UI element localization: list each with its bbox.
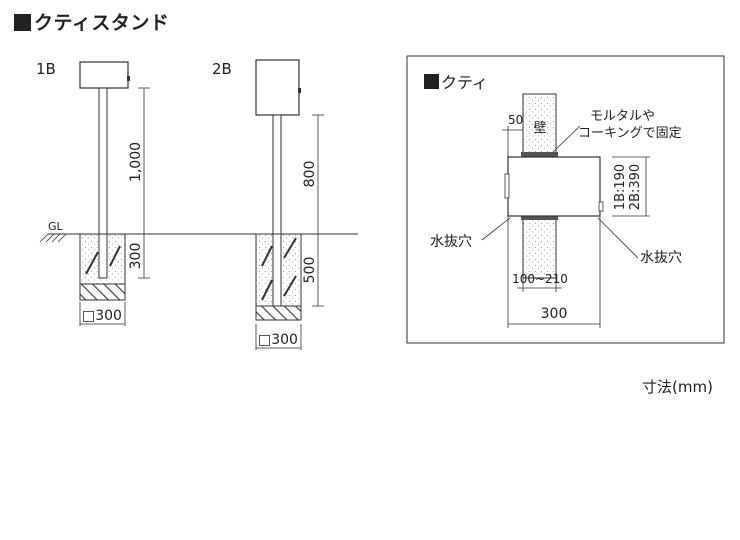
title-square-icon	[14, 14, 31, 31]
height-2b-dim: 2B:390	[628, 164, 643, 210]
stand-1b-mailbox	[79, 61, 129, 89]
stand-2b-mailbox	[255, 59, 300, 116]
stand-1b-height-dim: 1,000	[128, 142, 144, 182]
detail-mailbox	[507, 156, 601, 217]
stand-2b-label: 2B	[212, 60, 232, 78]
detail-panel: クティ 壁 50 モルタルや コーキングで固定 1B:190 2B:390 水抜…	[406, 55, 725, 344]
mortar-band-bottom	[521, 215, 558, 220]
stand-2b-width-dim: □300	[258, 332, 298, 348]
stand-1b-mailbox-lock	[127, 76, 130, 81]
units-note: 寸法(mm)	[642, 378, 713, 396]
mortar-band-top	[521, 152, 558, 157]
mortar-note-line1: モルタルや	[590, 109, 655, 124]
drain-hole-left-label: 水抜穴	[430, 234, 472, 250]
stand-1b: 1B 1,000 300 □300	[36, 60, 150, 326]
detail-mailbox-knob	[598, 201, 604, 212]
wall-thickness-dim: 100~210	[512, 272, 568, 286]
stand-2b-mailbox-lock	[298, 88, 301, 93]
wall-lower	[522, 215, 557, 279]
page-title: クティスタンド	[14, 8, 169, 35]
stand-1b-gravel	[79, 283, 126, 301]
page-title-text: クティスタンド	[34, 12, 170, 34]
detail-title-square-icon	[424, 74, 439, 89]
detail-title: クティ	[441, 73, 488, 92]
stand-1b-label: 1B	[36, 60, 56, 78]
stand-2b: 2B 800 500 □300	[212, 59, 324, 350]
mortar-note-line2: コーキングで固定	[578, 126, 682, 141]
width-dim: 300	[541, 306, 568, 322]
stand-1b-width-dim: □300	[82, 308, 122, 324]
drain-hole-right-label: 水抜穴	[640, 250, 682, 266]
stand-2b-height-dim: 800	[302, 161, 318, 188]
detail-mailbox-flap	[504, 173, 510, 199]
height-1b-dim: 1B:190	[613, 164, 628, 210]
stand-2b-depth-dim: 500	[302, 257, 318, 284]
offset-dim: 50	[508, 113, 523, 127]
wall-label: 壁	[533, 121, 546, 136]
gl-label: GL	[48, 220, 64, 233]
stand-2b-gravel	[255, 305, 302, 321]
stand-1b-depth-dim: 300	[128, 243, 144, 270]
